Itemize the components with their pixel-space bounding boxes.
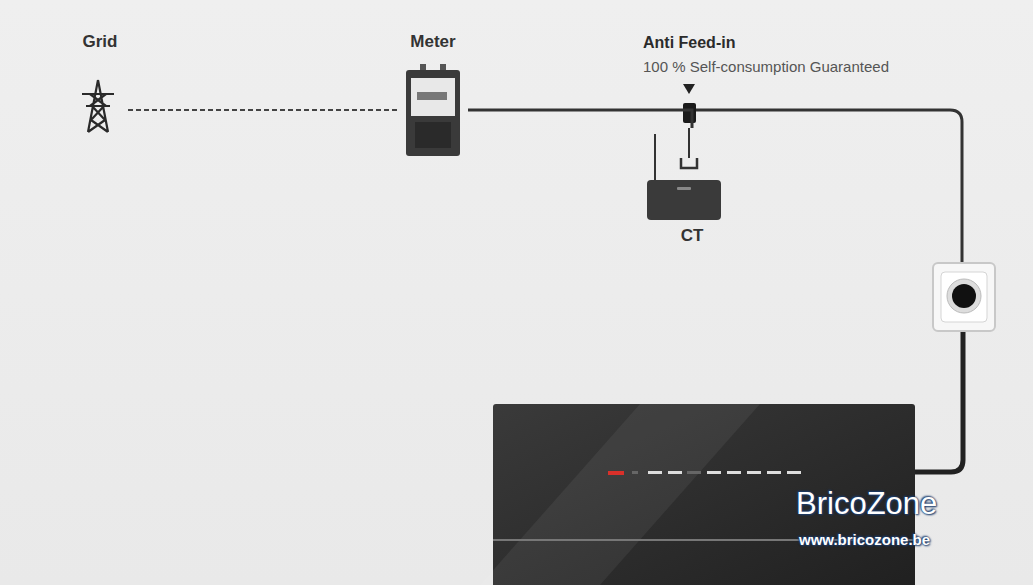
device-label: CT — [647, 226, 737, 246]
power-wire — [689, 110, 962, 264]
device-label: Meter — [398, 32, 468, 52]
wall-socket — [933, 263, 995, 331]
heading-label: Anti Feed-in — [643, 34, 735, 52]
device-node: Meter — [398, 32, 468, 158]
watermark-url: www.bricozone.be — [799, 531, 930, 548]
power-wire — [468, 110, 692, 128]
device-node: Grid — [72, 32, 128, 136]
device-node: CT — [647, 128, 737, 250]
pointer-arrow — [683, 84, 695, 94]
note-label: 100 % Self-consumption Guaranteed — [643, 58, 889, 75]
current-clamp — [683, 103, 696, 123]
grid-line — [128, 109, 398, 111]
watermark: BricoZone — [796, 486, 937, 522]
device-label: Grid — [72, 32, 128, 52]
